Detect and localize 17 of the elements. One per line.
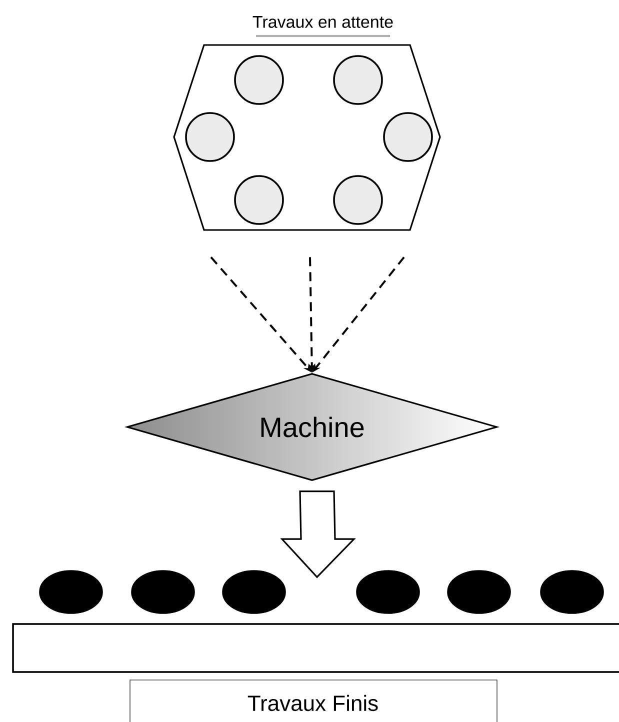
disc — [333, 175, 383, 225]
conveyor-bar — [12, 623, 619, 673]
disc — [39, 570, 103, 614]
hexagon — [173, 44, 441, 231]
disc — [333, 55, 383, 105]
label-box: Travaux Finis — [130, 680, 498, 722]
disc — [131, 570, 195, 614]
disc — [234, 175, 284, 225]
disc — [447, 570, 511, 614]
block-arrow — [280, 490, 356, 578]
disc — [383, 112, 433, 162]
disc — [540, 570, 604, 614]
disc — [356, 570, 420, 614]
disc — [185, 112, 235, 162]
heading-label: Travaux en attente — [252, 16, 393, 36]
disc — [222, 570, 286, 614]
disc — [234, 55, 284, 105]
